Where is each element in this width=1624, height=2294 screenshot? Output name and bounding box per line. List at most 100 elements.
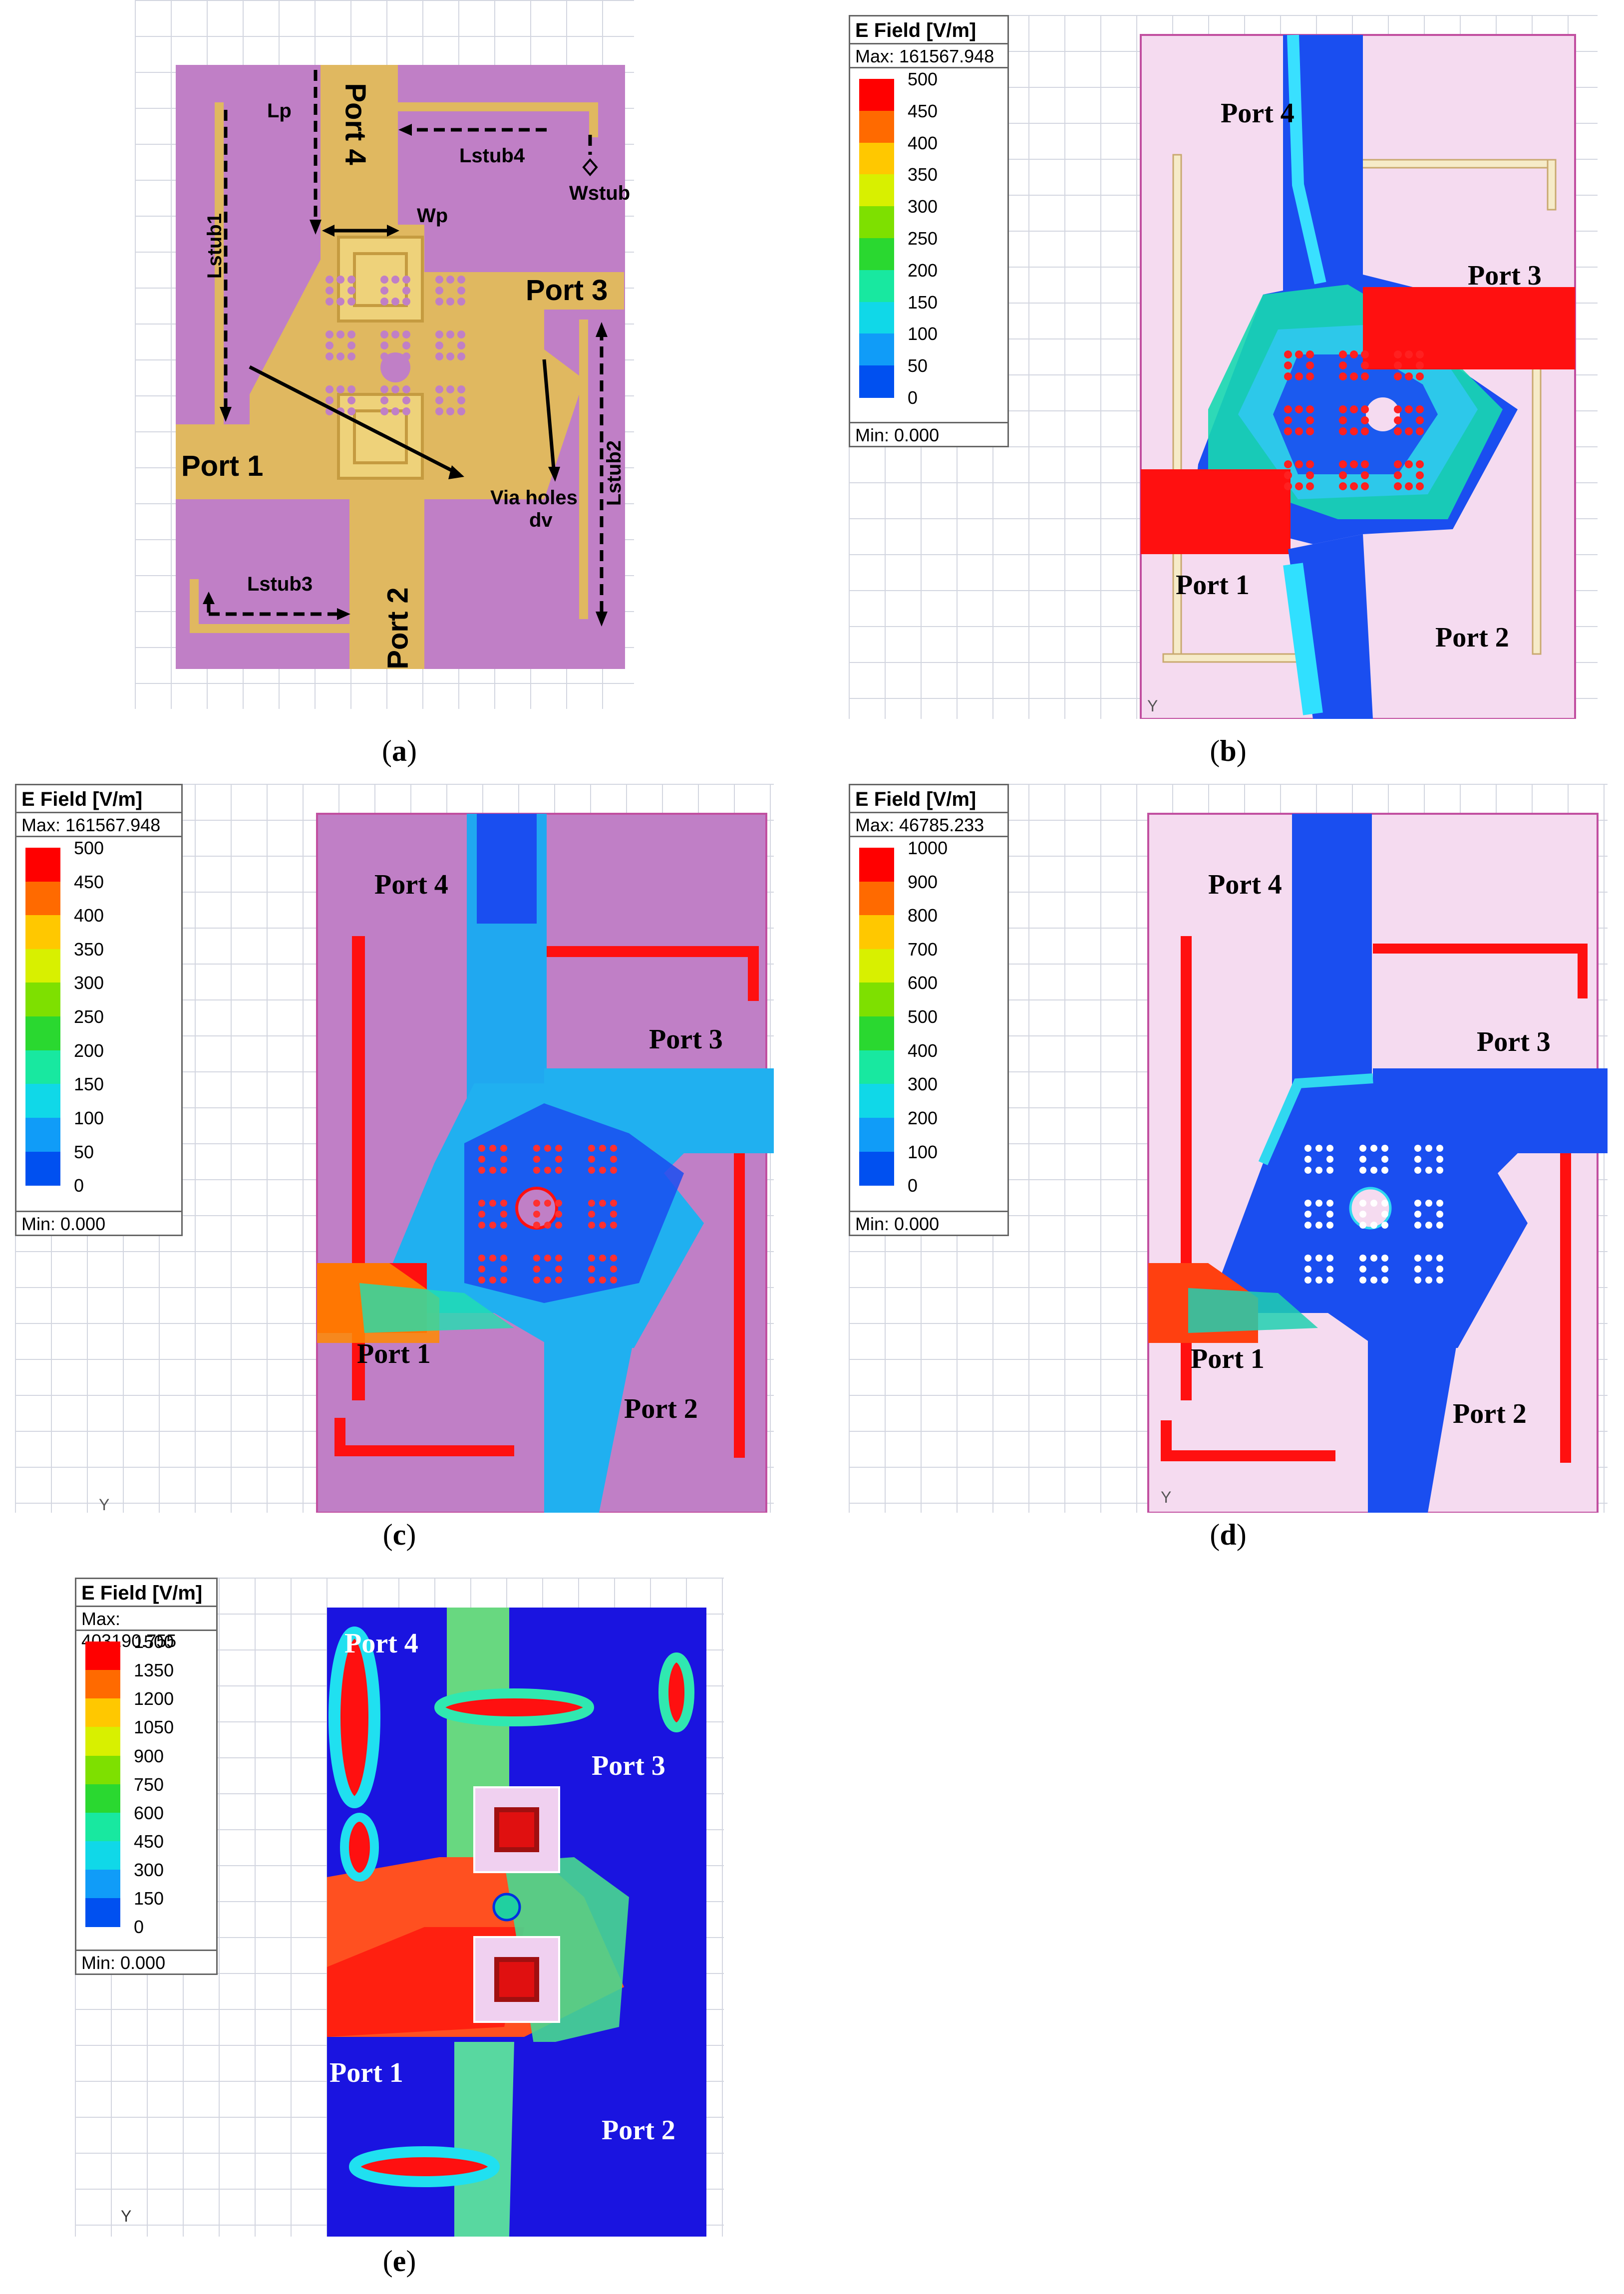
dim-lstub2: Lstub2 <box>603 440 626 506</box>
panel-a-layout: Lp Wp Lstub1 Lstub4 Wstub Lstub2 Lstub3 … <box>135 0 634 709</box>
colorbar-tick-label: 400 <box>74 905 104 926</box>
via-hole <box>1350 482 1358 490</box>
via-hole <box>1306 482 1314 490</box>
colorbar-swatch <box>859 848 894 882</box>
via-hole <box>555 1145 562 1152</box>
colorbar-tick-label: 1000 <box>908 838 948 858</box>
colorbar-tick-label: 750 <box>134 1774 164 1795</box>
via-hole <box>1381 1266 1388 1273</box>
via-hole <box>347 287 355 295</box>
via-hole <box>1361 427 1369 435</box>
via-hole <box>610 1156 617 1163</box>
via-hole <box>1306 405 1314 413</box>
via-hole <box>1394 372 1402 380</box>
via-hole <box>544 1222 551 1229</box>
colorbar-tick-label: 1050 <box>134 1717 174 1738</box>
via-hole <box>555 1167 562 1174</box>
port3-label: Port 3 <box>1477 1026 1551 1057</box>
via-hole <box>1304 1211 1311 1218</box>
via-hole <box>1436 1277 1443 1284</box>
via-hole <box>1326 1266 1333 1273</box>
via-hole <box>325 298 333 306</box>
via-hole <box>1315 1200 1322 1207</box>
via-hole <box>1295 482 1303 490</box>
via-hole <box>1284 372 1292 380</box>
legend-max: Max: 161567.948 <box>850 44 1007 68</box>
colorbar-tick-label: 450 <box>134 1831 164 1852</box>
port4-label: Port 4 <box>1208 869 1282 900</box>
via-hole <box>555 1200 562 1207</box>
colorbar-swatch <box>25 983 60 1017</box>
via-hole <box>544 1167 551 1174</box>
via-hole <box>435 396 443 404</box>
via-hole <box>1361 361 1369 369</box>
colorbar-swatch <box>25 1050 60 1085</box>
via-hole <box>1284 460 1292 468</box>
via-hole <box>380 341 388 349</box>
colorbar-tick-label: 600 <box>908 973 938 993</box>
via-hole <box>1359 1211 1366 1218</box>
colorbar-tick-label: 500 <box>74 838 104 858</box>
colorbar-swatch <box>85 1641 120 1671</box>
via-hole <box>402 287 410 295</box>
via-hole <box>1436 1255 1443 1262</box>
via-hole <box>1414 1222 1421 1229</box>
via-hole <box>336 352 344 360</box>
colorbar-swatch <box>25 848 60 882</box>
colorbar-swatch <box>859 1117 894 1152</box>
port3-label: Port 3 <box>1468 260 1542 291</box>
svg-text:Y: Y <box>1147 697 1158 715</box>
via-hole <box>391 352 399 360</box>
via-hole <box>347 330 355 338</box>
colorbar-swatch <box>859 238 894 271</box>
via-hole <box>1284 405 1292 413</box>
colorbar-swatch <box>25 1016 60 1051</box>
via-hole <box>1394 460 1402 468</box>
via-hole <box>457 352 465 360</box>
colorbar-swatch <box>25 915 60 950</box>
panel-b-field: Y Port 4 Port 3 Port 1 Port 2 E Field [V… <box>849 15 1598 719</box>
via-hole <box>391 298 399 306</box>
via-hole <box>1414 1277 1421 1284</box>
via-hole <box>457 330 465 338</box>
via-hole <box>391 385 399 393</box>
colorbar-tick-label: 150 <box>134 1888 164 1909</box>
via-hole <box>1315 1145 1322 1152</box>
via-hole <box>391 407 399 415</box>
via-hole <box>500 1145 507 1152</box>
via-hole <box>1425 1277 1432 1284</box>
via-hole <box>336 330 344 338</box>
colorbar-tick-label: 800 <box>908 905 938 926</box>
via-hole <box>1436 1222 1443 1229</box>
via-hole <box>446 407 454 415</box>
via-hole <box>1405 372 1413 380</box>
via-hole <box>599 1200 606 1207</box>
colorbar-swatch <box>859 1050 894 1085</box>
colorbar-swatch <box>859 983 894 1017</box>
via-hole <box>1361 471 1369 479</box>
via-hole <box>1436 1156 1443 1163</box>
dim-wstub: Wstub <box>569 182 631 204</box>
via-hole <box>533 1222 540 1229</box>
colorbar-swatch <box>85 1870 120 1899</box>
via-hole <box>1359 1167 1366 1174</box>
via-hole <box>1350 405 1358 413</box>
colorbar-tick-label: 50 <box>908 355 928 376</box>
panel-d-field: Y Port 4 Port 3 Port 1 Port 2 E Field [V… <box>849 784 1608 1513</box>
via-hole <box>1304 1277 1311 1284</box>
colorbar-tick-label: 200 <box>74 1040 104 1061</box>
via-holes <box>478 1145 617 1284</box>
svg-text:Y: Y <box>99 1496 109 1513</box>
via-hole <box>1359 1255 1366 1262</box>
via-hole <box>599 1145 606 1152</box>
via-hole <box>1361 482 1369 490</box>
stub3 <box>190 624 349 633</box>
via-hole <box>1370 1222 1377 1229</box>
caption-e: (e) <box>382 2245 416 2278</box>
via-hole <box>1361 405 1369 413</box>
via-hole <box>1326 1255 1333 1262</box>
via-hole <box>435 352 443 360</box>
via-hole <box>1295 460 1303 468</box>
colorbar-swatch <box>85 1812 120 1842</box>
via-hole <box>1414 1200 1421 1207</box>
